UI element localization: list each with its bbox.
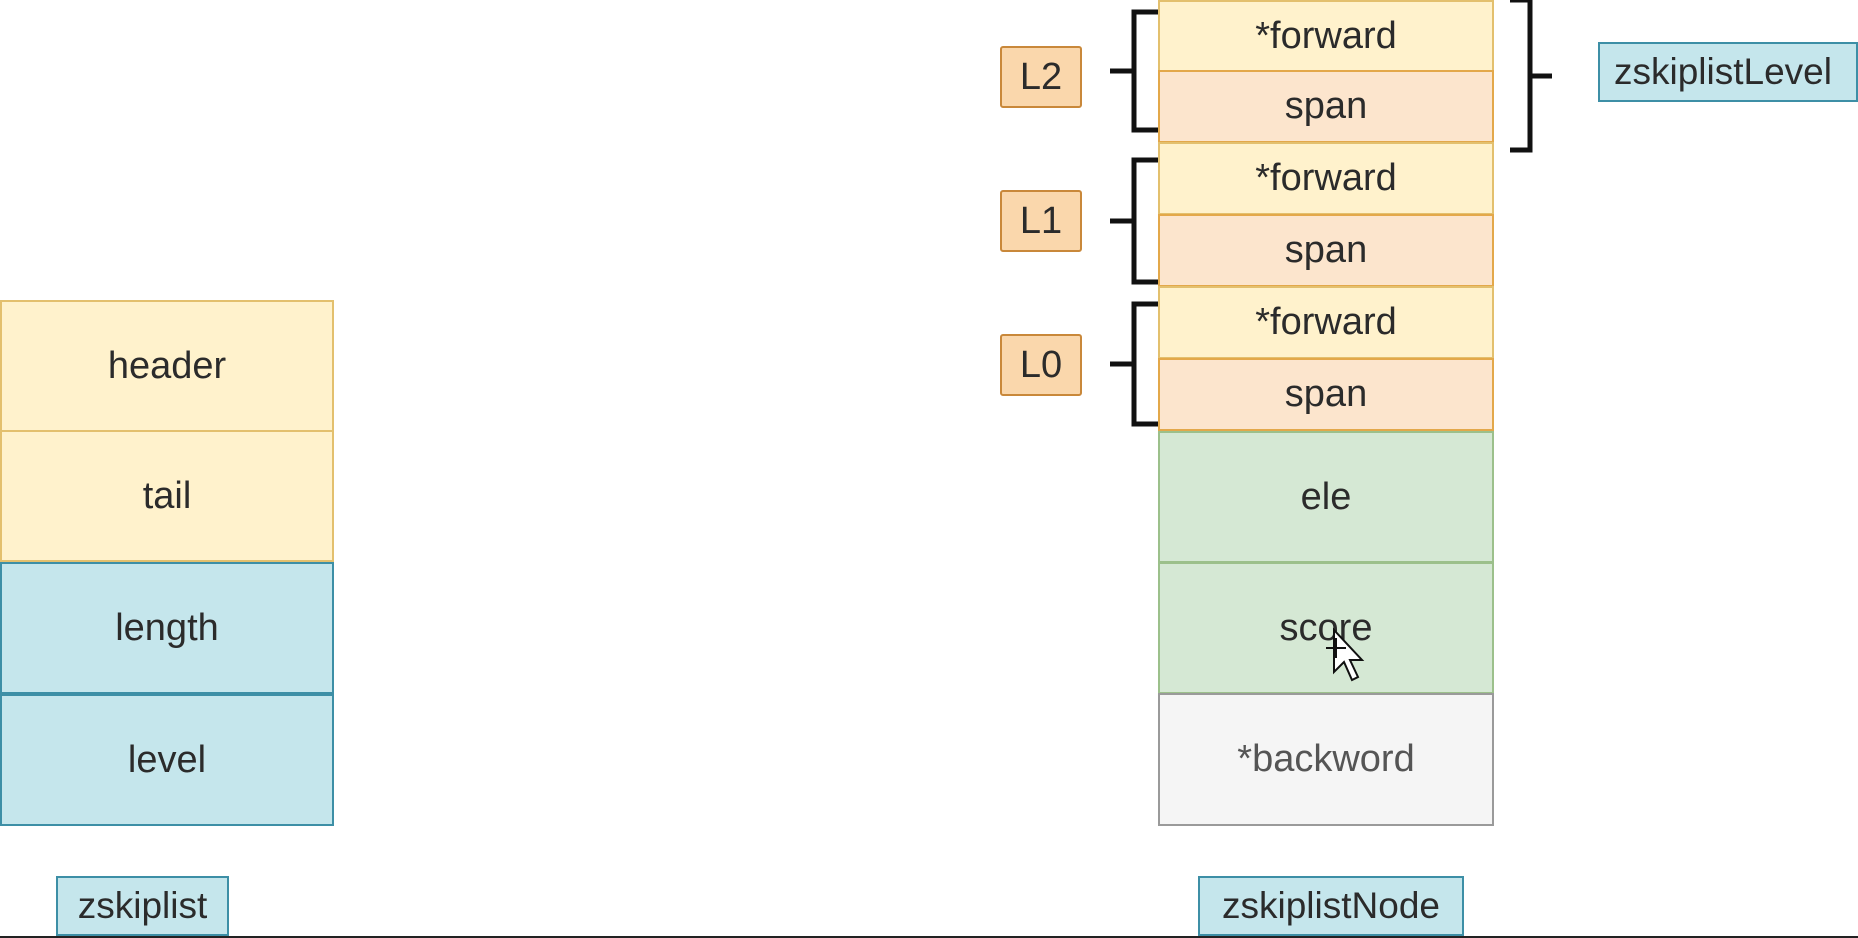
- node-l0-span-field: span: [1158, 358, 1494, 431]
- mouse-cursor-icon: [1326, 627, 1365, 682]
- zskiplist-level-field: level: [0, 694, 334, 826]
- level-tag-l0: L0: [1000, 334, 1082, 396]
- bottom-divider: [0, 936, 1858, 938]
- zskiplist-tail-field: tail: [0, 430, 334, 562]
- level-tag-l1: L1: [1000, 190, 1082, 252]
- zskiplist-header-field: header: [0, 300, 334, 432]
- zskiplist-struct-label: zskiplist: [56, 876, 229, 936]
- node-l1-forward-field: *forward: [1158, 142, 1494, 215]
- node-l2-span-field: span: [1158, 70, 1494, 143]
- zskiplist-length-field: length: [0, 562, 334, 694]
- level-tag-l2: L2: [1000, 46, 1082, 108]
- node-backward-field: *backword: [1158, 693, 1494, 826]
- zskiplistlevel-struct-label: zskiplistLevel: [1598, 42, 1858, 102]
- l1-left-bracket: [1110, 157, 1158, 285]
- node-ele-field: ele: [1158, 431, 1494, 563]
- l2-left-bracket: [1110, 9, 1158, 133]
- node-l2-forward-field: *forward: [1158, 0, 1494, 72]
- zskiplistnode-struct-label: zskiplistNode: [1198, 876, 1464, 936]
- node-l1-span-field: span: [1158, 214, 1494, 287]
- l0-left-bracket: [1110, 301, 1158, 427]
- node-l0-forward-field: *forward: [1158, 286, 1494, 359]
- zskiplistlevel-right-bracket: [1510, 0, 1552, 153]
